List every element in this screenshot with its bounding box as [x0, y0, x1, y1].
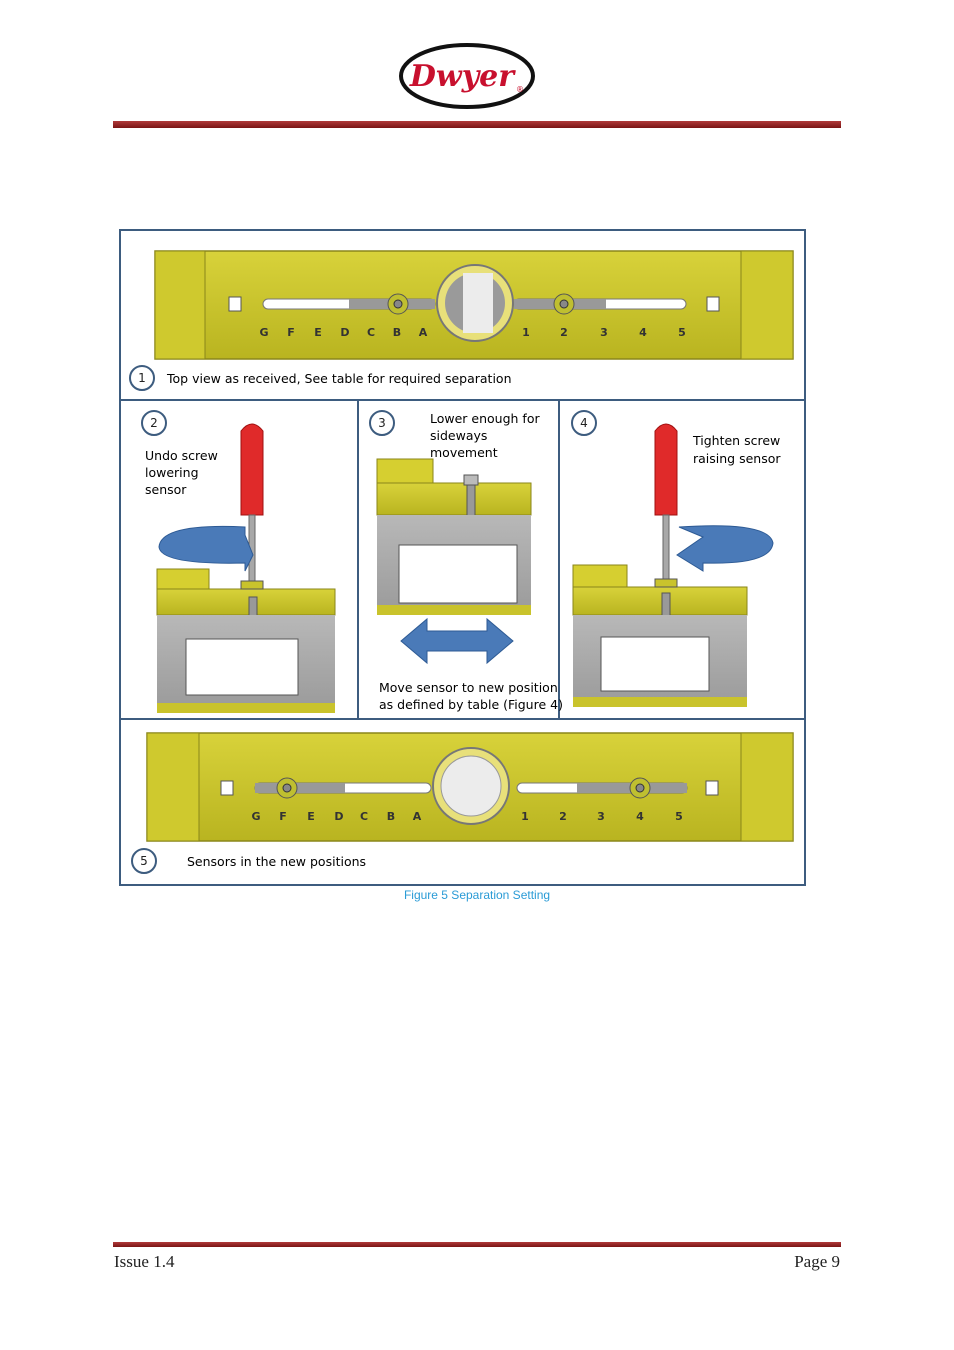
figure-caption: Figure 5 Separation Setting [403, 888, 551, 902]
panel-5-scale-right-2: 3 [597, 810, 605, 823]
step-1-text: Top view as received, See table for requ… [166, 371, 512, 386]
panel-1-scale-right-1: 2 [560, 326, 568, 339]
panel-1-scale-right-3: 4 [639, 326, 647, 339]
dwyer-logo: Dwyer ® [399, 43, 535, 109]
panel-4-tighten-screw: 4 Tighten screw raising sensor [571, 410, 781, 707]
step-4-line-1: Tighten screw [692, 433, 780, 448]
panel-5-scale-left-1: F [279, 810, 287, 823]
header-rule [113, 121, 841, 128]
panel-5-scale-left-3: D [334, 810, 343, 823]
step-3-bottom-line-2: as defined by table (Figure 4) [379, 697, 563, 712]
step-4-line-2: raising sensor [693, 451, 781, 466]
panel-5-scale-left-2: E [307, 810, 315, 823]
separation-setting-figure: G F E D C B A 1 2 3 4 5 1 Top view as received, See… [121, 250, 804, 874]
panel-1-scale-right-2: 3 [600, 326, 608, 339]
step-2-number: 2 [150, 416, 158, 430]
logo-text: Dwyer [409, 59, 516, 94]
panel-1-scale-left-2: E [314, 326, 322, 339]
panel-5-scale-right-1: 2 [559, 810, 567, 823]
panel-5-scale-left-0: G [251, 810, 260, 823]
footer-issue: Issue 1.4 [114, 1252, 175, 1271]
panel-5-scale-left-5: B [387, 810, 395, 823]
panel-1-scale-left-5: B [393, 326, 401, 339]
panel-1-scale-left-6: A [419, 326, 428, 339]
panel-1-scale-left-4: C [367, 326, 375, 339]
panel-3-move-sensor: 3 Lower enough for sideways movement Mov… [369, 410, 563, 712]
step-3-line-2: sideways [430, 428, 487, 443]
step-5-text: Sensors in the new positions [187, 854, 366, 869]
panel-5-scale-left-4: C [360, 810, 368, 823]
panel-1-scale-right-4: 5 [678, 326, 686, 339]
step-2-line-3: sensor [145, 482, 187, 497]
step-3-bottom-line-1: Move sensor to new position [379, 680, 558, 695]
footer-rule [113, 1242, 841, 1247]
panel-5-scale-right-3: 4 [636, 810, 644, 823]
panel-1-scale-left-0: G [259, 326, 268, 339]
panel-5-scale-right-0: 1 [521, 810, 529, 823]
panel-5-new-positions: G F E D C B A 1 2 3 4 5 5 Sensors in the new positi… [131, 732, 794, 874]
figure-frame: G F E D C B A 1 2 3 4 5 1 Top view as received, See… [119, 229, 806, 886]
panel-1-scale-right-0: 1 [522, 326, 530, 339]
panel-5-scale-right-4: 5 [675, 810, 683, 823]
panel-2-undo-screw: 2 Undo screw lowering sensor [141, 410, 336, 713]
step-1-number: 1 [138, 371, 146, 385]
step-3-number: 3 [378, 416, 386, 430]
step-4-number: 4 [580, 416, 588, 430]
step-2-line-1: Undo screw [145, 448, 218, 463]
panel-5-scale-left-6: A [413, 810, 422, 823]
logo-registered-mark: ® [516, 85, 524, 94]
panel-1-scale-left-3: D [340, 326, 349, 339]
step-3-line-1: Lower enough for [430, 411, 540, 426]
footer-page-number: Page 9 [794, 1252, 840, 1271]
step-2-line-2: lowering [145, 465, 199, 480]
step-3-line-3: movement [430, 445, 498, 460]
panel-1-scale-left-1: F [287, 326, 295, 339]
step-5-number: 5 [140, 854, 148, 868]
panel-1-top-view: G F E D C B A 1 2 3 4 5 1 Top view as received, See… [129, 250, 794, 391]
